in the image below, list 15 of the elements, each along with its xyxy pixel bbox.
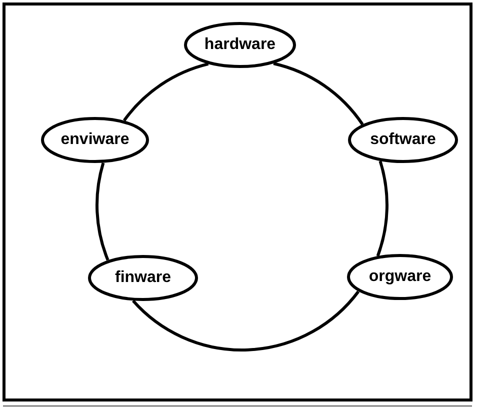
ellipse-node	[347, 254, 453, 300]
connector-arc	[123, 62, 209, 122]
ellipse-node	[88, 255, 198, 301]
node-label: finware	[114, 269, 171, 287]
ellipse-node	[41, 117, 149, 163]
node-label: software	[370, 131, 436, 149]
ellipse-node	[348, 117, 458, 163]
connector-arc	[376, 160, 388, 256]
ellipse-node	[184, 22, 296, 68]
connector-arc	[96, 162, 110, 261]
node-label: enviware	[60, 131, 130, 149]
node-label: orgware	[368, 268, 432, 286]
connector-arc	[132, 290, 360, 352]
connector-arc	[273, 62, 364, 126]
node-label: hardware	[204, 36, 276, 54]
